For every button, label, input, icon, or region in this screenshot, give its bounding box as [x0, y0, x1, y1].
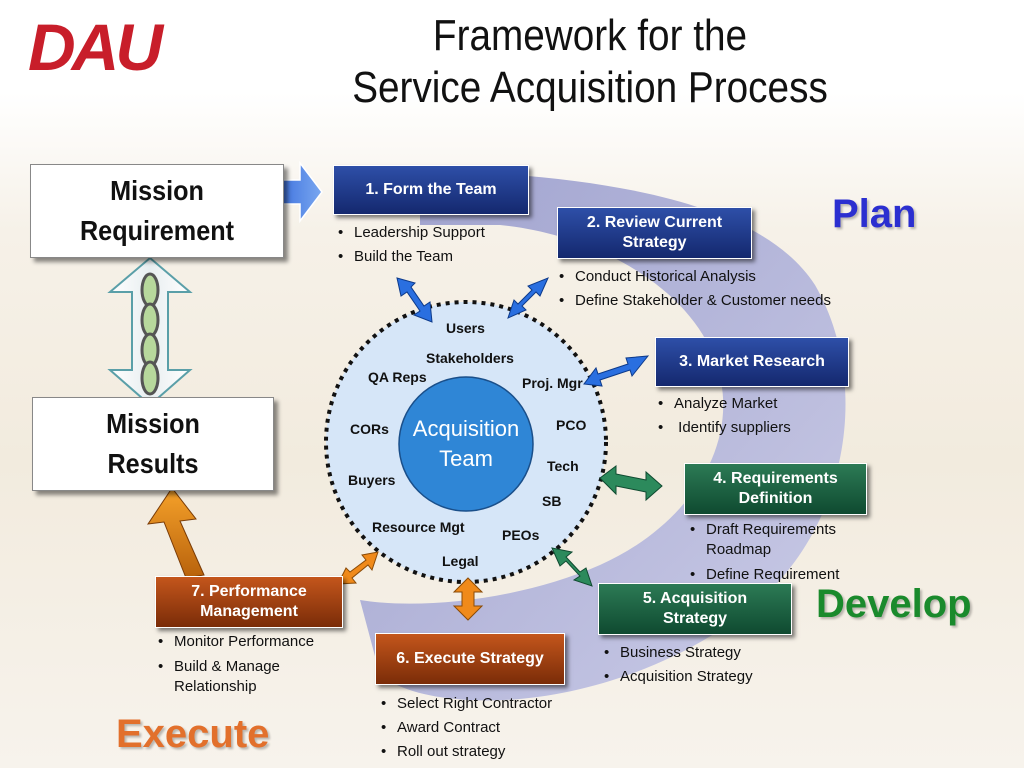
dau-logo: DAU [28, 10, 163, 84]
step-7-box: 7. Performance Management [155, 576, 343, 628]
step-2-bullets: Conduct Historical Analysis Define Stake… [557, 265, 887, 313]
team-member-users: Users [446, 320, 485, 336]
acquisition-team-line-1: Acquisition [412, 416, 520, 441]
team-member-cors: CORs [350, 421, 389, 437]
execute-connectors [337, 551, 484, 621]
step-1-box: 1. Form the Team [333, 165, 529, 215]
phase-plan-label: Plan [832, 192, 917, 236]
step-5-label-line-1: 5. Acquisition [642, 590, 748, 607]
step-4-box: 4. Requirements Definition [684, 463, 867, 515]
step-1-label: 1. Form the Team [365, 181, 497, 198]
team-member-legal: Legal [442, 553, 479, 569]
step-1-bullet-2: Build the Team [336, 245, 536, 269]
step-1-bullets: Leadership Support Build the Team [336, 221, 536, 269]
step-2-label-line-1: 2. Review Current [586, 214, 723, 231]
step-4-bullet-1: Draft Requirements Roadmap [688, 520, 864, 560]
step-7-bullets: Monitor Performance Build & Manage Relat… [156, 632, 346, 697]
step-3-bullet-2: Identify suppliers [656, 416, 846, 440]
phase-execute-label: Execute [116, 712, 270, 756]
step-3-box: 3. Market Research [655, 337, 849, 387]
step-4-bullets: Draft Requirements Roadmap Define Requir… [688, 520, 864, 585]
step-5-bullets: Business Strategy Acquisition Strategy [602, 641, 792, 689]
plan-connectors [396, 277, 650, 387]
mission-requirement-line-2: Requirement [79, 215, 235, 246]
team-member-sb: SB [542, 493, 562, 509]
phase-develop-label: Develop [816, 582, 972, 626]
step-4-label-line-2: Definition [738, 490, 813, 507]
title-line-1: Framework for the [432, 11, 748, 60]
step-6-bullets: Select Right Contractor Award Contract R… [379, 692, 589, 764]
step-5-bullet-2: Acquisition Strategy [602, 665, 792, 689]
step-2-bullet-2: Define Stakeholder & Customer needs [557, 289, 887, 313]
chain-icon [140, 272, 160, 396]
step-4-bullet-2: Define Requirement [688, 565, 864, 585]
mission-requirement-line-1: Mission [110, 175, 204, 206]
step-7-label-line-1: 7. Performance [191, 583, 307, 600]
step-5-box: 5. Acquisition Strategy [598, 583, 792, 635]
step-3-label: 3. Market Research [679, 353, 825, 370]
acquisition-team-line-2: Team [439, 446, 493, 471]
team-member-pco: PCO [556, 417, 587, 433]
team-member-tech: Tech [547, 458, 579, 474]
step-2-box: 2. Review Current Strategy [557, 207, 752, 259]
develop-connectors [551, 465, 663, 587]
title-line-2: Service Acquisition Process [352, 63, 828, 112]
step-4-label-line-1: 4. Requirements [713, 470, 838, 487]
mission-results-line-1: Mission [106, 408, 200, 439]
step-6-bullet-2: Award Contract [379, 716, 589, 740]
step-5-bullet-1: Business Strategy [602, 641, 792, 665]
acquisition-team-label: Acquisition Team [400, 414, 532, 474]
step-6-bullet-3: Roll out strategy [379, 740, 589, 764]
step-5-label-line-2: Strategy [662, 610, 728, 627]
step-1-bullet-1: Leadership Support [336, 221, 536, 245]
mission-results-box: Mission Results [32, 397, 274, 491]
team-member-peos: PEOs [502, 527, 540, 543]
team-member-buyers: Buyers [348, 472, 396, 488]
step-7-label-line-2: Management [200, 603, 298, 620]
step-6-box: 6. Execute Strategy [375, 633, 565, 685]
step-2-bullet-1: Conduct Historical Analysis [557, 265, 887, 289]
step-6-label: 6. Execute Strategy [396, 650, 544, 667]
team-member-proj-mgr: Proj. Mgr [522, 375, 583, 391]
page-title: Framework for the Service Acquisition Pr… [317, 10, 863, 114]
results-arrow [146, 487, 205, 579]
team-member-stakeholders: Stakeholders [426, 350, 514, 366]
mission-results-line-2: Results [107, 448, 199, 479]
step-3-bullet-1: Analyze Market [656, 392, 846, 416]
step-7-bullet-2: Build & Manage Relationship [156, 657, 346, 697]
step-6-bullet-1: Select Right Contractor [379, 692, 589, 716]
acquisition-team-circle [398, 376, 534, 512]
team-member-resource-mgt: Resource Mgt [372, 519, 465, 535]
step-3-bullets: Analyze Market Identify suppliers [656, 392, 846, 440]
step-2-label-line-2: Strategy [622, 234, 687, 251]
mission-requirement-box: Mission Requirement [30, 164, 284, 258]
step-7-bullet-1: Monitor Performance [156, 632, 346, 652]
team-member-qa-reps: QA Reps [368, 369, 427, 385]
